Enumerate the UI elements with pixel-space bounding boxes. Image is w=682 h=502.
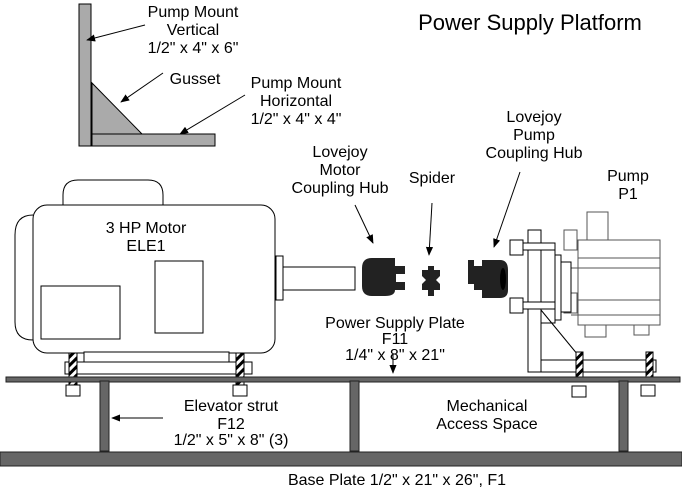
motor-shaft (282, 266, 356, 291)
motor-coupling-hub (362, 258, 405, 296)
label-elevator-strut: Elevator strut F12 1/2" x 5" x 8" (3) (111, 398, 289, 449)
label-access-space: Mechanical Access Space (436, 398, 537, 433)
motor: 3 HP Motor ELE1 (14, 179, 356, 375)
svg-text:Lovejoy: Lovejoy (312, 144, 367, 161)
arrow (179, 94, 246, 135)
svg-text:Spider: Spider (409, 170, 456, 187)
svg-text:Power Supply Plate: Power Supply Plate (325, 315, 465, 332)
elevator-strut (618, 380, 629, 452)
diagram-title: Power Supply Platform (418, 10, 642, 35)
svg-text:1/2" x 4" x 4": 1/2" x 4" x 4" (251, 111, 342, 128)
gusset (91, 81, 144, 135)
label-pump-mount-vertical: Pump Mount Vertical 1/2" x 4" x 6" (86, 4, 239, 57)
motor-bolts (65, 352, 248, 397)
motor-fan-cover (14, 214, 34, 341)
arrow (425, 202, 434, 256)
svg-text:Motor: Motor (320, 162, 362, 179)
svg-text:Pump Mount: Pump Mount (148, 4, 239, 21)
svg-text:P1: P1 (618, 186, 638, 203)
svg-text:1/2" x 5" x 8" (3): 1/2" x 5" x 8" (3) (174, 432, 289, 449)
arrow (120, 72, 164, 103)
label-power-supply-plate: Power Supply Plate F11 1/4" x 8" x 21" (325, 315, 465, 374)
svg-text:F12: F12 (217, 416, 245, 433)
motor-flange (275, 255, 284, 301)
svg-text:1/4" x 8" x 21": 1/4" x 8" x 21" (345, 347, 445, 364)
arrow (86, 24, 146, 42)
pump-coupling-hub (468, 260, 508, 298)
power-supply-plate (5, 376, 681, 383)
elevator-strut (99, 380, 110, 452)
label-spider: Spider (409, 170, 456, 256)
svg-text:Lovejoy: Lovejoy (506, 109, 561, 126)
svg-text:Coupling Hub: Coupling Hub (292, 180, 389, 197)
svg-text:Elevator strut: Elevator strut (184, 398, 279, 415)
svg-text:Mechanical: Mechanical (447, 398, 528, 415)
pump: Pump P1 (509, 168, 661, 398)
arrow (354, 204, 374, 244)
svg-text:1/2" x 4" x 6": 1/2" x 4" x 6" (148, 40, 239, 57)
pump-mount-horizontal (91, 133, 216, 147)
svg-text:F11: F11 (382, 331, 408, 348)
svg-text:Coupling Hub: Coupling Hub (486, 145, 583, 162)
label-pump-hub: Lovejoy Pump Coupling Hub (486, 109, 583, 248)
arrow (493, 171, 521, 248)
elevator-strut (349, 380, 360, 452)
label-gusset: Gusset (120, 71, 221, 103)
svg-text:ELE1: ELE1 (126, 238, 165, 255)
base-plate (0, 451, 682, 467)
svg-text:Vertical: Vertical (167, 22, 219, 39)
label-pump-mount-horizontal: Pump Mount Horizontal 1/2" x 4" x 4" (179, 75, 342, 135)
svg-text:Pump: Pump (607, 168, 649, 185)
svg-text:3 HP Motor: 3 HP Motor (106, 220, 187, 237)
label-motor-hub: Lovejoy Motor Coupling Hub (292, 144, 389, 244)
svg-text:Gusset: Gusset (170, 71, 221, 88)
svg-text:Pump: Pump (513, 127, 555, 144)
pump-mount-vertical (78, 3, 92, 147)
spider (422, 266, 440, 296)
motor-junction-box (62, 179, 164, 205)
svg-text:Horizontal: Horizontal (260, 93, 332, 110)
label-base-plate: Base Plate 1/2" x 21" x 26", F1 (288, 472, 506, 489)
svg-text:Pump Mount: Pump Mount (251, 75, 342, 92)
svg-text:Access Space: Access Space (436, 416, 537, 433)
